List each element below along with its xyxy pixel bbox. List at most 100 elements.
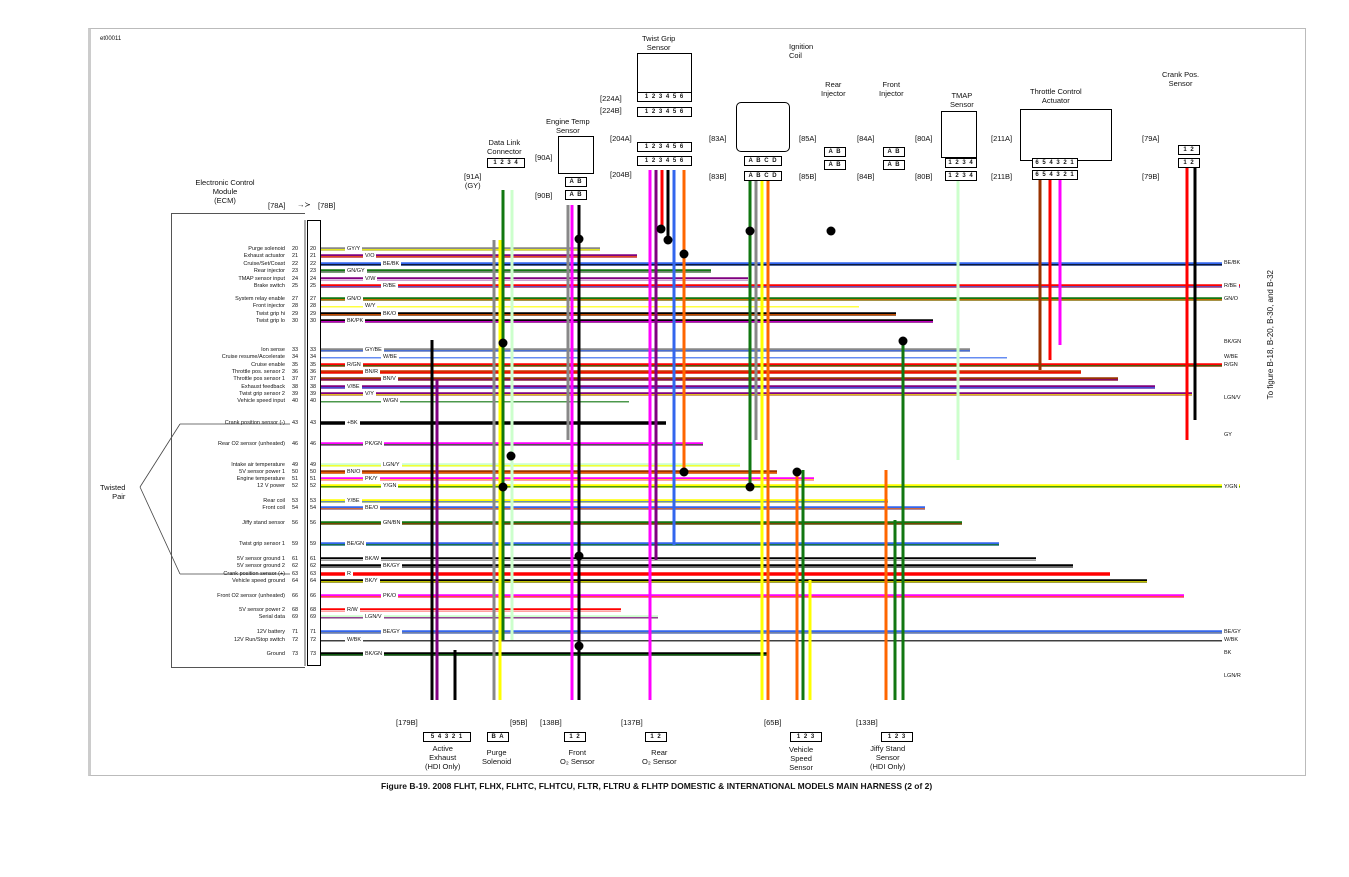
ignition-coil-connector-a: A B C D <box>744 156 782 166</box>
ecm-module <box>171 213 305 668</box>
engine-temp-connector-b: A B <box>565 190 587 200</box>
wire-color-label: V/W <box>363 276 378 282</box>
ecm-pin-number: 36 <box>310 369 317 375</box>
right-exit-label: LGN/R <box>1222 673 1243 679</box>
twist-grip-sensor-body <box>637 53 692 95</box>
rear-injector-ref-a: [85A] <box>799 134 817 143</box>
ecm-pin-number: 62 <box>292 563 299 569</box>
wire-color-label: BK/PK <box>345 318 366 324</box>
ecm-pin-number: 51 <box>310 476 317 482</box>
ecm-pin-number: 69 <box>310 614 317 620</box>
crank-sensor-title: Crank Pos. Sensor <box>1162 70 1200 88</box>
wire-color-label: BK/W <box>363 556 382 562</box>
front-injector-connector-b: A B <box>883 160 905 170</box>
wire-color-label: BE/GY <box>381 629 402 635</box>
twisted-pair-line <box>139 486 181 575</box>
ecm-pin-number: 40 <box>292 398 299 404</box>
ecm-pin-function: Twist grip sensor 1 <box>239 541 285 547</box>
ecm-pin-number: 20 <box>292 246 299 252</box>
wire-color-label: W/BK <box>345 637 364 643</box>
wire-color-label: GN/O <box>345 296 364 302</box>
figure-code: et00011 <box>100 36 122 42</box>
ecm-pin-number: 36 <box>292 369 299 375</box>
wire-color-label: GN/BN <box>381 520 403 526</box>
rear-o2-title: Rear O₂ Sensor <box>642 748 677 766</box>
purge-connector: B A <box>487 732 509 742</box>
right-exit-label: BK/GN <box>1222 339 1244 345</box>
ecm-connector-b: [78B] <box>318 201 336 210</box>
ecm-pin-function: Engine temperature <box>236 476 285 482</box>
ecm-pin-number: 27 <box>292 296 299 302</box>
ecm-pin-number: 43 <box>292 420 299 426</box>
ignition-coil-ref-a: [83A] <box>709 134 727 143</box>
ecm-pin-function: Vehicle speed ground <box>232 578 285 584</box>
wire-color-label: GN/GY <box>345 268 367 274</box>
ecm-pin-number: 68 <box>310 607 317 613</box>
wire-color-label: W/BE <box>381 354 400 360</box>
right-exit-label: GY <box>1222 432 1234 438</box>
ecm-pin-number: 54 <box>310 505 317 511</box>
ecm-pin-function: 5V sensor power 2 <box>239 607 285 613</box>
twist-grip-title: Twist Grip Sensor <box>642 34 676 52</box>
rear-injector-ref-b: [85B] <box>799 172 817 181</box>
ecm-pin-function: Rear coil <box>263 498 285 504</box>
front-injector-connector-a: A B <box>883 147 905 157</box>
vss-title: Vehicle Speed Sensor <box>789 745 814 772</box>
wire-color-label: Y/GN <box>381 483 399 489</box>
splice-dot <box>498 338 508 348</box>
tmap-ref-a: [80A] <box>915 134 933 143</box>
throttle-connector-a: 6 5 4 3 2 1 <box>1032 158 1078 168</box>
twist-grip-ref-b: [224B] <box>600 106 622 115</box>
ecm-pin-function: Intake air temperature <box>231 462 285 468</box>
ecm-pin-number: 50 <box>292 469 299 475</box>
right-exit-label: R/GN <box>1222 362 1240 368</box>
wire-color-label: R/W <box>345 607 360 613</box>
ecm-pin-number: 34 <box>310 354 317 360</box>
ecm-pin-number: 61 <box>292 556 299 562</box>
ecm-pin-number: 33 <box>292 347 299 353</box>
wire-color-label: R/GN <box>345 362 363 368</box>
ecm-pin-number: 46 <box>310 441 317 447</box>
ecm-pin-number: 28 <box>310 303 317 309</box>
front-injector-ref-a: [84A] <box>857 134 875 143</box>
twist-grip-ref-a: [224A] <box>600 94 622 103</box>
crank-ref-b: [79B] <box>1142 172 1160 181</box>
ecm-pin-function: Brake switch <box>253 283 285 289</box>
twist-grip-connector-224a: 1 2 3 4 5 6 <box>637 92 692 102</box>
ecm-pin-number: 66 <box>292 593 299 599</box>
ecm-pin-number: 30 <box>292 318 299 324</box>
ecm-pin-function: Ion sense <box>261 347 285 353</box>
tmap-connector-a: 1 2 3 4 <box>945 158 977 168</box>
front-o2-ref: [138B] <box>540 718 562 727</box>
right-exit-label: BE/BK <box>1222 260 1243 266</box>
ecm-pin-number: 51 <box>292 476 299 482</box>
ecm-pin-function: 5V sensor power 1 <box>239 469 285 475</box>
ecm-pin-number: 73 <box>310 651 317 657</box>
splice-dot <box>745 482 755 492</box>
wire-color-label: R/BE <box>381 283 398 289</box>
throttle-connector-b: 6 5 4 3 2 1 <box>1032 170 1078 180</box>
wire-color-label: +BK <box>345 420 360 426</box>
ecm-pin-number: 43 <box>310 420 317 426</box>
ecm-pin-function: Twist grip hi <box>255 311 285 317</box>
ecm-pin-function: Ground <box>266 651 285 657</box>
ecm-pin-number: 53 <box>292 498 299 504</box>
ecm-pin-function: 12V Run/Stop switch <box>233 637 285 643</box>
ecm-pin-number: 69 <box>292 614 299 620</box>
ecm-pin-number: 27 <box>310 296 317 302</box>
ecm-pin-number: 22 <box>292 261 299 267</box>
crank-ref-a: [79A] <box>1142 134 1160 143</box>
wire-color-label: W/GN <box>381 398 400 404</box>
splice-dot <box>792 467 802 477</box>
ecm-pin-number: 34 <box>292 354 299 360</box>
wire-color-label: PK/Y <box>363 476 380 482</box>
ecm-pin-number: 53 <box>310 498 317 504</box>
ecm-pin-number: 52 <box>292 483 299 489</box>
ecm-pin-number: 71 <box>292 629 299 635</box>
wire-color-label: BN/R <box>363 369 381 375</box>
wire-color-label: BK/GN <box>363 651 385 657</box>
splice-dot <box>898 336 908 346</box>
tmap-sensor-body <box>941 111 977 158</box>
ecm-pin-number: 28 <box>292 303 299 309</box>
